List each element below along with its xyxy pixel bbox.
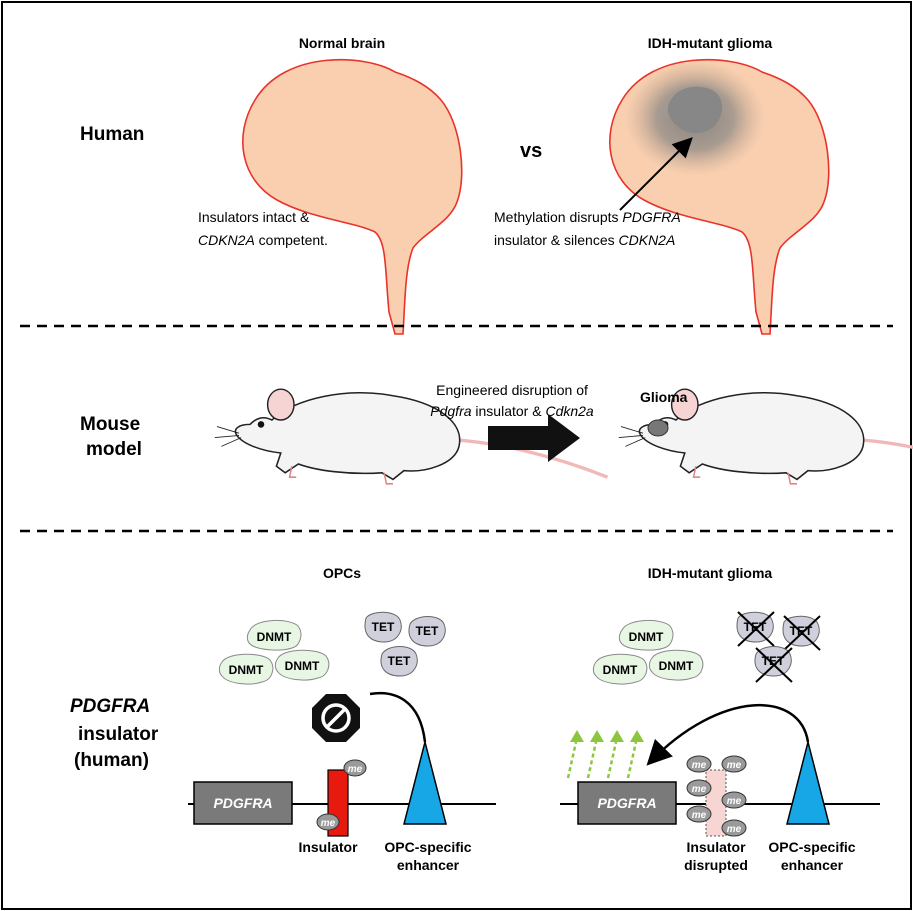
pdgfra-gene-box-right [577,781,677,825]
cdkn2a-italic: Cdkn2a [545,403,593,419]
dnmt-blob: DNMT [246,620,302,651]
glioma-caption-line1: Methylation disrupts PDGFRA [494,209,681,225]
mouse-glioma-tumor [647,419,669,437]
dnmt-label: DNMT [629,630,664,644]
insulator-label: Insulator [298,839,358,855]
enhancer-label-left-2: enhancer [397,857,460,873]
glioma-opc-title: IDH-mutant glioma [648,565,773,581]
normal-brain [241,58,463,335]
glioma-caption-line2: insulator & silences CDKN2A [494,232,675,248]
caption-text: insulator & silences [494,232,619,248]
me-label: me [692,784,707,795]
tumor-core [667,86,723,133]
dnmt-label: DNMT [285,659,320,673]
competent-text: competent. [255,232,328,248]
insulator-row-label-1: PDGFRA [70,696,150,717]
arrow-text-line2: Pdgfra insulator & Cdkn2a [430,403,594,419]
stop-sign-icon [312,694,360,742]
blocked-loop-arc [369,691,427,743]
enhancer-label-right-1: OPC-specific [768,839,855,855]
vs-label: vs [520,140,542,162]
normal-brain-title: Normal brain [299,35,385,51]
dnmt-blob: DNMT [618,620,674,651]
dnmt-blob: DNMT [648,649,704,681]
pdgfra-italic: PDGFRA [622,209,680,225]
tet-blob: TET [408,616,446,647]
tet-blob: TET [364,611,402,643]
tet-blob-inactivated: TET [736,611,775,647]
insulator-disrupted-label-2: disrupted [684,857,748,873]
normal-caption-line1: Insulators intact & [198,209,310,225]
tet-blob-inactivated: TET [754,646,793,683]
tet-label: TET [372,620,395,634]
normal-caption-line2: CDKN2A competent. [198,232,328,248]
enhancer-activation-arc [646,704,810,766]
tet-blob-inactivated: TET [782,615,821,651]
caption-text: Methylation disrupts [494,209,622,225]
enhancer-triangle-left [403,741,447,825]
me-marks-cluster: me me me me me me [686,755,747,837]
me-label: me [348,764,363,775]
dnmt-label: DNMT [257,630,292,644]
cdkn2a-italic: CDKN2A [619,232,676,248]
mouse-row-label-1: Mouse [80,414,140,435]
dnmt-blob: DNMT [592,653,648,685]
pdgfra-gene-label-left: PDGFRA [213,795,272,811]
pdgfra-gene-label-right: PDGFRA [597,795,656,811]
enhancer-label-left-1: OPC-specific [384,839,471,855]
me-mark [343,759,367,777]
me-label: me [692,760,707,771]
pdgfra-italic: Pdgfra [430,403,471,419]
expression-arrows-icon [566,730,644,779]
tet-label: TET [388,654,411,668]
dnmt-label: DNMT [603,663,638,677]
tet-label: TET [416,624,439,638]
dnmt-blob: DNMT [274,649,330,681]
me-mark [316,813,340,831]
opc-title: OPCs [323,565,361,581]
arrow-text-mid: insulator & [472,403,546,419]
dnmt-blob: DNMT [218,653,274,685]
enhancer-label-right-2: enhancer [781,857,844,873]
arrow-text-line1: Engineered disruption of [436,382,588,398]
pdgfra-gene-box-left [193,781,293,825]
insulator-disrupted-label-1: Insulator [686,839,746,855]
mouse-row-label-2: model [86,439,142,460]
tet-blob: TET [380,646,418,677]
me-label: me [727,796,742,807]
insulator-row-label-3: (human) [74,750,149,771]
enhancer-triangle-right [786,741,830,825]
me-label: me [321,818,336,829]
me-label: me [692,810,707,821]
cdkn2a-italic: CDKN2A [198,232,255,248]
mouse-glioma-label: Glioma [640,389,688,405]
dnmt-label: DNMT [659,659,694,673]
insulator-row-label-2: insulator [78,724,159,745]
dnmt-label: DNMT [229,663,264,677]
me-label: me [727,824,742,835]
block-arrow [488,414,580,462]
glioma-brain-title: IDH-mutant glioma [648,35,773,51]
glioma-pointer-arrow [619,137,693,211]
human-row-label: Human [80,124,144,145]
me-label: me [727,760,742,771]
